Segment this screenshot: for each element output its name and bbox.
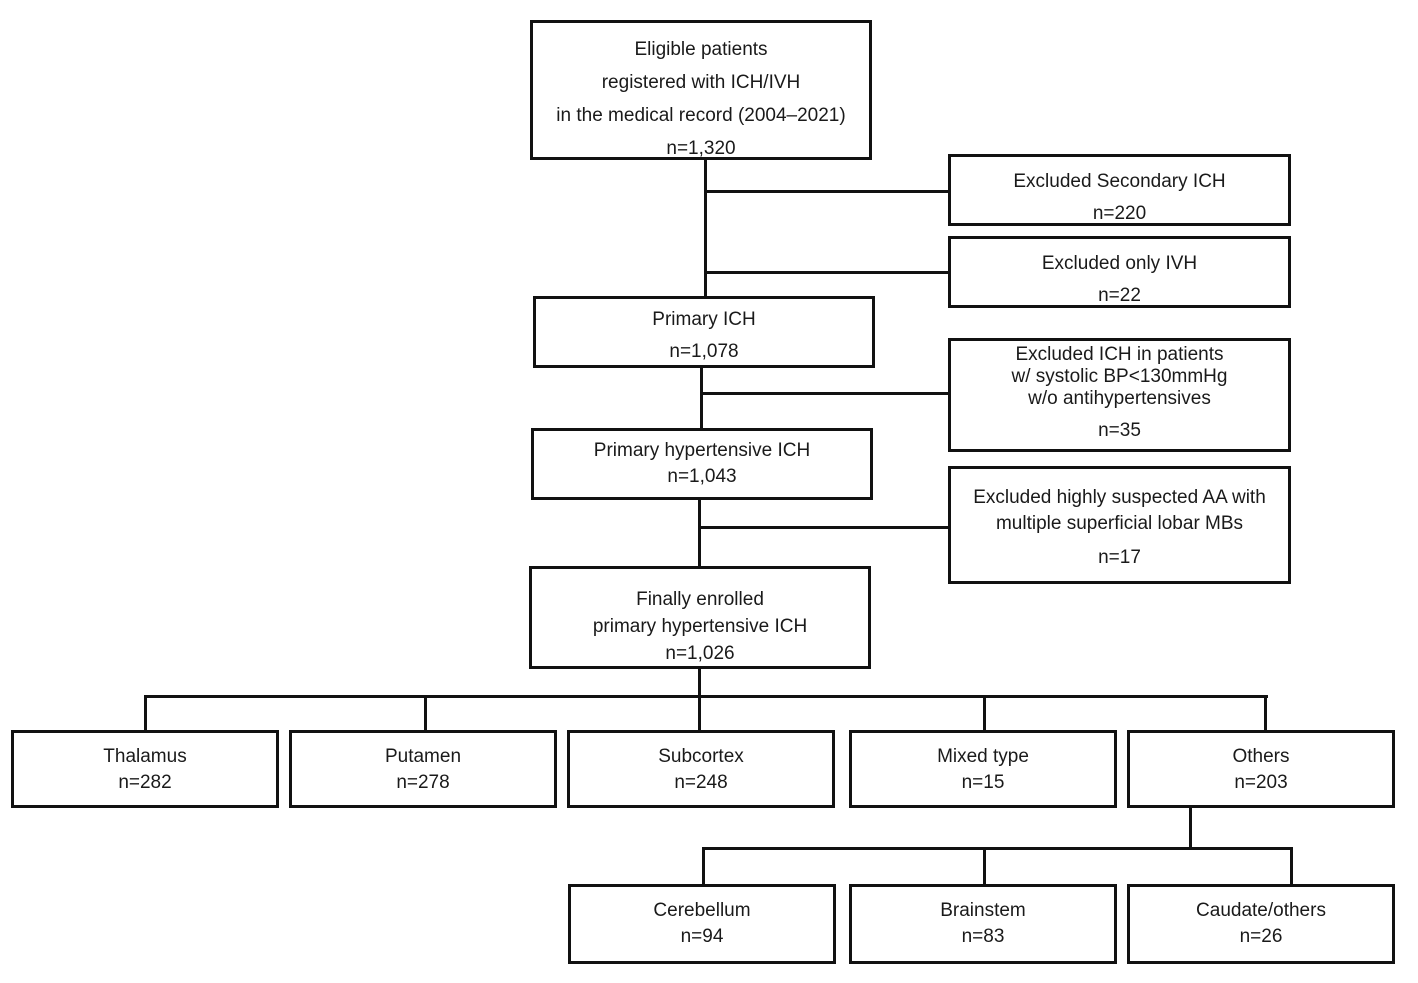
connector-to-putamen — [424, 695, 427, 732]
connector-region-bar — [144, 695, 1268, 698]
connector-to-excluded-aa — [698, 526, 950, 529]
excluded-aa-count: n=17 — [1098, 547, 1141, 568]
cerebellum-label: Cerebellum — [653, 900, 751, 921]
others-box: Others n=203 — [1127, 730, 1395, 808]
connector-others-down — [1189, 806, 1192, 850]
thalamus-box: Thalamus n=282 — [11, 730, 279, 808]
excluded-secondary-count: n=220 — [1092, 203, 1147, 224]
excluded-ivh-count: n=22 — [1098, 285, 1141, 306]
excluded-ivh-label: Excluded only IVH — [1041, 253, 1198, 274]
eligible-line-1: Eligible patients — [634, 39, 768, 60]
connector-main-trunk-1 — [704, 158, 707, 298]
brainstem-count: n=83 — [961, 926, 1005, 947]
putamen-label: Putamen — [384, 746, 462, 767]
primary-hypertensive-label: Primary hypertensive ICH — [593, 440, 811, 461]
connector-to-excluded-bp — [700, 392, 950, 395]
connector-to-cerebellum — [702, 847, 705, 886]
connector-to-brainstem — [983, 847, 986, 886]
connector-enrolled-down — [698, 667, 701, 732]
subcortex-label: Subcortex — [658, 746, 744, 767]
primary-hypertensive-ich-box: Primary hypertensive ICH n=1,043 — [531, 428, 873, 500]
enrolled-line-1: Finally enrolled — [636, 589, 764, 610]
others-label: Others — [1232, 746, 1290, 767]
thalamus-count: n=282 — [118, 772, 172, 793]
excluded-bp-line-3: w/o antihypertensives — [1028, 388, 1211, 409]
enrolled-line-2: primary hypertensive ICH — [592, 616, 808, 637]
excluded-low-bp-box: Excluded ICH in patients w/ systolic BP<… — [948, 338, 1291, 452]
connector-main-trunk-3 — [698, 498, 701, 568]
brainstem-box: Brainstem n=83 — [849, 884, 1117, 964]
caudate-count: n=26 — [1239, 926, 1283, 947]
putamen-count: n=278 — [396, 772, 450, 793]
finally-enrolled-box: Finally enrolled primary hypertensive IC… — [529, 566, 871, 669]
enrolled-count: n=1,026 — [665, 643, 735, 664]
subcortex-count: n=248 — [674, 772, 728, 793]
connector-to-mixed — [983, 695, 986, 732]
connector-to-excluded-secondary — [704, 190, 950, 193]
excluded-secondary-label: Excluded Secondary ICH — [1013, 171, 1226, 192]
excluded-secondary-ich-box: Excluded Secondary ICH n=220 — [948, 154, 1291, 226]
excluded-aa-line-2: multiple superficial lobar MBs — [995, 513, 1244, 534]
mixed-label: Mixed type — [937, 746, 1029, 767]
excluded-bp-line-2: w/ systolic BP<130mmHg — [1011, 366, 1228, 387]
connector-to-others — [1264, 695, 1267, 732]
connector-to-thalamus — [144, 695, 147, 732]
excluded-bp-count: n=35 — [1098, 420, 1141, 441]
eligible-patients-box: Eligible patients registered with ICH/IV… — [530, 20, 872, 160]
mixed-type-box: Mixed type n=15 — [849, 730, 1117, 808]
cerebellum-box: Cerebellum n=94 — [568, 884, 836, 964]
caudate-others-box: Caudate/others n=26 — [1127, 884, 1395, 964]
eligible-line-2: registered with ICH/IVH — [601, 72, 801, 93]
putamen-box: Putamen n=278 — [289, 730, 557, 808]
primary-ich-box: Primary ICH n=1,078 — [533, 296, 875, 368]
others-count: n=203 — [1234, 772, 1288, 793]
eligible-line-3: in the medical record (2004–2021) — [556, 105, 846, 126]
primary-ich-count: n=1,078 — [669, 341, 739, 362]
subcortex-box: Subcortex n=248 — [567, 730, 835, 808]
connector-to-excluded-ivh — [704, 271, 950, 274]
mixed-count: n=15 — [961, 772, 1005, 793]
primary-ich-label: Primary ICH — [652, 309, 756, 330]
eligible-count: n=1,320 — [666, 138, 736, 159]
caudate-label: Caudate/others — [1196, 900, 1326, 921]
excluded-bp-line-1: Excluded ICH in patients — [1015, 344, 1224, 365]
excluded-amyloid-angiopathy-box: Excluded highly suspected AA with multip… — [948, 466, 1291, 584]
connector-others-bar — [702, 847, 1293, 850]
excluded-only-ivh-box: Excluded only IVH n=22 — [948, 236, 1291, 308]
excluded-aa-line-1: Excluded highly suspected AA with — [973, 487, 1266, 508]
connector-to-caudate — [1290, 847, 1293, 886]
primary-hypertensive-count: n=1,043 — [667, 466, 737, 487]
cerebellum-count: n=94 — [680, 926, 724, 947]
connector-main-trunk-2 — [700, 366, 703, 430]
thalamus-label: Thalamus — [103, 746, 187, 767]
brainstem-label: Brainstem — [940, 900, 1026, 921]
